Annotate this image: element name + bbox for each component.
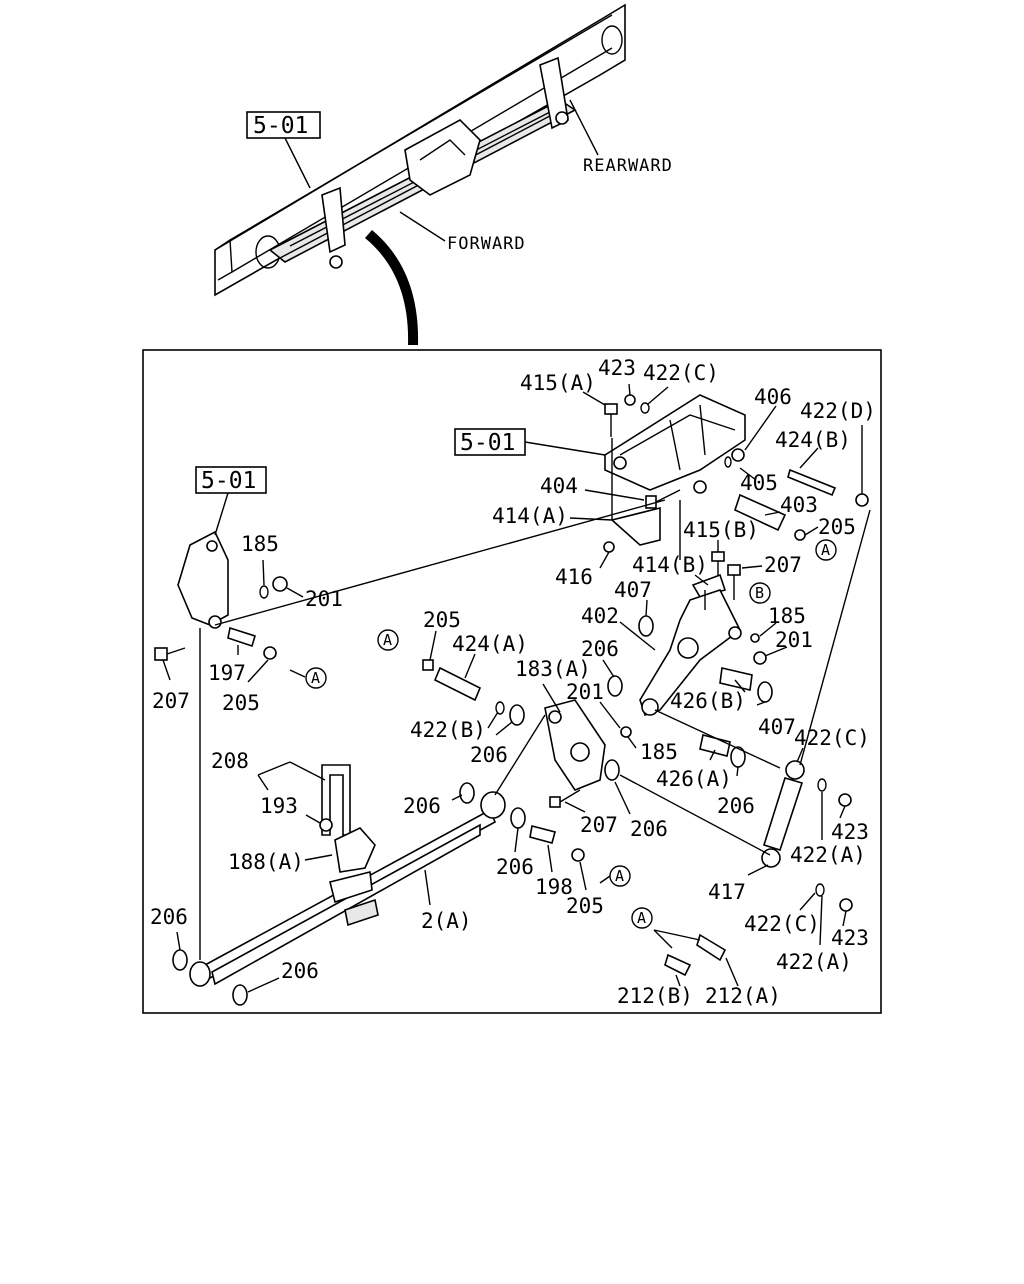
callout-b-top: B — [749, 582, 771, 604]
label-212a: 212(A) — [705, 984, 781, 1008]
label-201-mid: 201 — [566, 680, 604, 704]
ref-box-left-label: 5-01 — [201, 468, 256, 494]
label-205-bot: 205 — [566, 894, 604, 918]
label-208: 208 — [211, 749, 249, 773]
label-2a: 2(A) — [421, 909, 472, 933]
part-labels: 423 422(C) 415(A) 406 422(D) 424(B) 404 … — [150, 356, 876, 1008]
label-206-a: 206 — [581, 637, 619, 661]
ref-box-upper-label: 5-01 — [460, 430, 515, 456]
label-414a: 414(A) — [492, 504, 568, 528]
label-185-mid: 185 — [640, 740, 678, 764]
label-185-l: 185 — [241, 532, 279, 556]
label-185-r: 185 — [768, 604, 806, 628]
label-198: 198 — [535, 875, 573, 899]
svg-text:A: A — [821, 541, 830, 559]
label-197: 197 — [208, 661, 246, 685]
svg-text:A: A — [383, 631, 392, 649]
label-406: 406 — [754, 385, 792, 409]
label-422a-mid: 422(A) — [790, 843, 866, 867]
zoom-arrow — [365, 230, 419, 345]
label-405: 405 — [740, 471, 778, 495]
label-423-bot: 423 — [831, 926, 869, 950]
rear-bracket — [604, 394, 746, 494]
label-206-e: 206 — [403, 794, 441, 818]
svg-text:B: B — [755, 584, 764, 602]
label-416: 416 — [555, 565, 593, 589]
forward-label: FORWARD — [447, 234, 526, 254]
svg-text:A: A — [311, 669, 320, 687]
label-206-f: 206 — [496, 855, 534, 879]
label-423-mid: 423 — [831, 820, 869, 844]
label-402: 402 — [581, 604, 619, 628]
shock-absorber — [761, 760, 805, 868]
callout-a-left: A — [305, 667, 327, 689]
label-205-mid: 205 — [423, 608, 461, 632]
label-205-r: 205 — [818, 515, 856, 539]
svg-text:A: A — [637, 909, 646, 927]
shackle-bracket — [544, 699, 606, 791]
label-404: 404 — [540, 474, 578, 498]
label-207-mid: 207 — [580, 813, 618, 837]
label-206-bot: 206 — [281, 959, 319, 983]
callout-a-lower: A — [609, 865, 631, 887]
rearward-label: REARWARD — [583, 156, 673, 176]
label-426a: 426(A) — [656, 767, 732, 791]
label-424a: 424(A) — [452, 632, 528, 656]
ref-box-upper — [454, 428, 526, 456]
front-hanger — [177, 530, 229, 629]
label-201-l: 201 — [305, 587, 343, 611]
label-415a: 415(A) — [520, 371, 596, 395]
label-206-c: 206 — [717, 794, 755, 818]
label-422c-mid: 422(C) — [794, 726, 870, 750]
leader-lines — [162, 383, 863, 993]
label-414b: 414(B) — [632, 553, 708, 577]
detail-frame — [142, 349, 882, 1014]
label-207-r: 207 — [764, 553, 802, 577]
label-207-l: 207 — [152, 689, 190, 713]
ref-box-overview-label: 5-01 — [253, 113, 308, 139]
label-206-left: 206 — [150, 905, 188, 929]
label-206-b: 206 — [470, 743, 508, 767]
label-424b: 424(B) — [775, 428, 851, 452]
rocker-arm — [639, 589, 742, 717]
callout-b-mid — [625, 729, 627, 731]
callout-a-right: A — [815, 539, 837, 561]
callout-a-mid: A — [377, 629, 399, 651]
callout-a-bottom: A — [631, 907, 653, 929]
label-212b: 212(B) — [617, 984, 693, 1008]
label-422d: 422(D) — [800, 399, 876, 423]
ref-box-overview — [246, 111, 321, 139]
label-403: 403 — [780, 493, 818, 517]
svg-text:A: A — [615, 867, 624, 885]
label-422a-bot: 422(A) — [776, 950, 852, 974]
label-415b: 415(B) — [683, 518, 759, 542]
label-407-b: 407 — [758, 715, 796, 739]
label-422c-bot: 422(C) — [744, 912, 820, 936]
label-193: 193 — [260, 794, 298, 818]
label-206-d: 206 — [630, 817, 668, 841]
label-422b: 422(B) — [410, 718, 486, 742]
label-422c-top: 422(C) — [643, 361, 719, 385]
frame-rail-overview — [214, 3, 626, 297]
label-417: 417 — [708, 880, 746, 904]
label-201-r: 201 — [775, 628, 813, 652]
label-183a: 183(A) — [515, 657, 591, 681]
label-423-top: 423 — [598, 356, 636, 380]
ref-box-left — [195, 466, 267, 494]
label-426b: 426(B) — [670, 689, 746, 713]
label-188a: 188(A) — [228, 850, 304, 874]
label-205-l: 205 — [222, 691, 260, 715]
label-407-top: 407 — [614, 578, 652, 602]
